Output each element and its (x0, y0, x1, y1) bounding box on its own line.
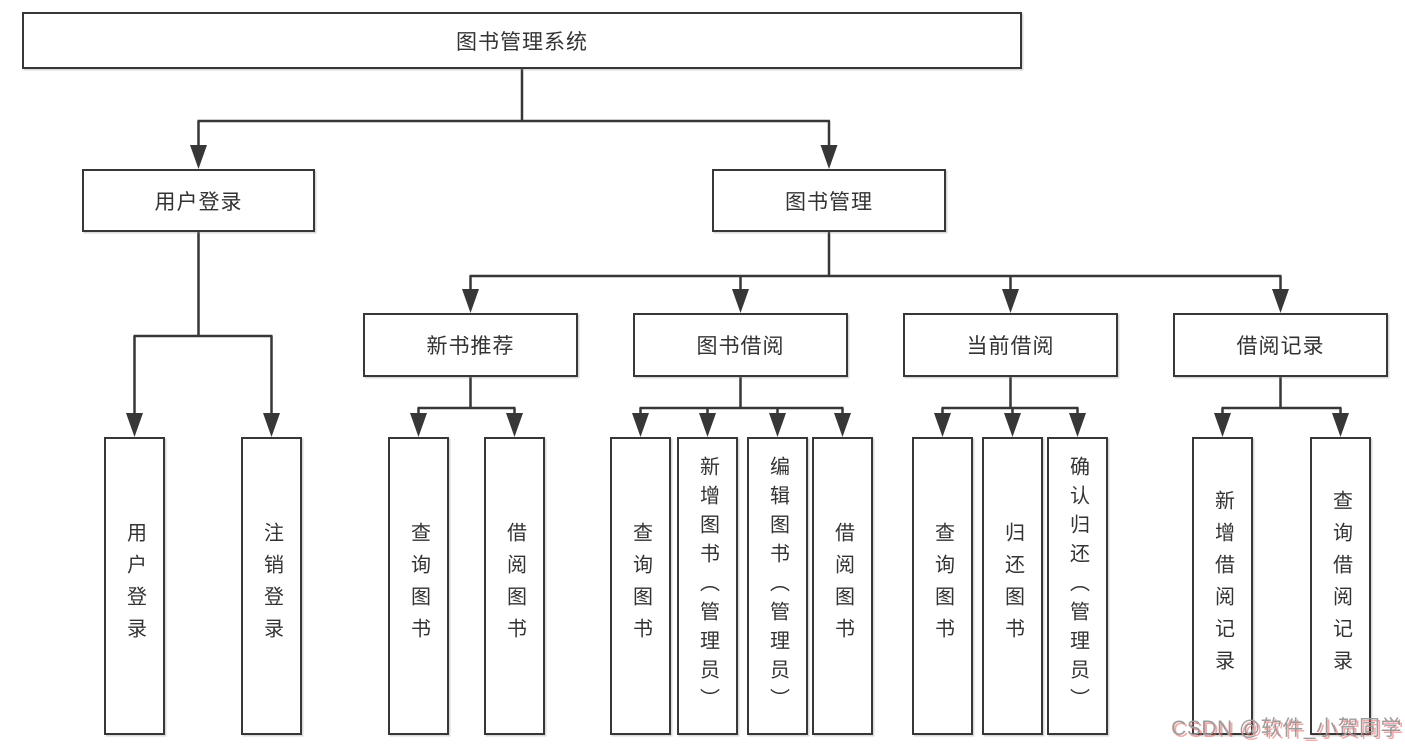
node-current-borrowing: 当前借阅 (903, 313, 1118, 377)
node-label: 当前借阅 (966, 335, 1055, 358)
node-label: 编辑图书（管理员） (766, 455, 789, 717)
leaf-confirm-return-admin: 确认归还（管理员） (1047, 437, 1108, 735)
leaf-logout: 注销登录 (241, 437, 302, 735)
node-library-system: 图书管理系统 (22, 12, 1022, 69)
node-label: 借阅记录 (1236, 335, 1325, 358)
node-label: 查询图书 (931, 522, 954, 650)
leaf-add-books-admin: 新增图书（管理员） (677, 437, 738, 735)
leaf-query-books: 查询图书 (912, 437, 973, 735)
node-label: 借阅图书 (831, 522, 854, 650)
node-user-login: 用户登录 (82, 169, 315, 232)
node-label: 查询图书 (407, 522, 430, 650)
leaf-query-books: 查询图书 (388, 437, 449, 735)
node-book-management: 图书管理 (712, 169, 946, 232)
node-label: 借阅图书 (503, 522, 526, 650)
leaf-borrow-books: 借阅图书 (812, 437, 873, 735)
node-label: 新书推荐 (426, 335, 515, 358)
node-label: 新增借阅记录 (1211, 490, 1234, 682)
node-label: 用户登录 (123, 522, 146, 650)
leaf-return-books: 归还图书 (982, 437, 1043, 735)
leaf-user-login: 用户登录 (104, 437, 165, 735)
node-label: 用户登录 (154, 190, 243, 214)
node-new-book-recommendation: 新书推荐 (363, 313, 578, 377)
node-label: 注销登录 (260, 522, 283, 650)
leaf-edit-books-admin: 编辑图书（管理员） (747, 437, 808, 735)
node-label: 图书借阅 (696, 335, 785, 358)
node-label: 查询借阅记录 (1329, 490, 1352, 682)
node-borrowing-records: 借阅记录 (1173, 313, 1388, 377)
leaf-add-borrow-record: 新增借阅记录 (1192, 437, 1253, 735)
node-label: 新增图书（管理员） (696, 455, 719, 717)
node-book-borrowing: 图书借阅 (633, 313, 848, 377)
node-label: 归还图书 (1001, 522, 1024, 650)
node-label: 图书管理 (785, 190, 873, 214)
node-label: 查询图书 (629, 522, 652, 650)
csdn-watermark: CSDN @软件_小贺同学 (1171, 717, 1402, 740)
leaf-query-books: 查询图书 (610, 437, 671, 735)
leaf-query-borrow-record: 查询借阅记录 (1310, 437, 1371, 735)
leaf-borrow-books: 借阅图书 (484, 437, 545, 735)
node-label: 确认归还（管理员） (1066, 455, 1089, 717)
node-label: 图书管理系统 (456, 30, 588, 54)
